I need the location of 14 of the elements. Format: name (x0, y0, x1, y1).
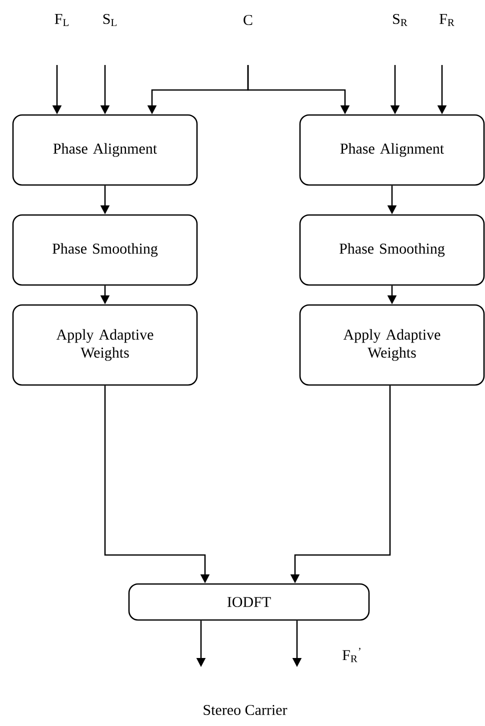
signal-label: S$_{L}$ (103, 14, 116, 26)
process-box: IODFT (128, 583, 370, 621)
process-box: Apply Adaptive Weights (299, 304, 485, 386)
signal-label: Stereo Carrier (204, 704, 288, 716)
process-box: Phase Smoothing (299, 214, 485, 286)
signal-label: S$_{R}$ (393, 14, 408, 26)
process-box: Phase Smoothing (12, 214, 198, 286)
signal-label: F$_{L}$ (54, 14, 68, 26)
signal-label: C (244, 14, 252, 26)
process-box: Phase Alignment (299, 114, 485, 186)
signal-label: F$_{R}$ (440, 14, 454, 26)
process-box: Apply Adaptive Weights (12, 304, 198, 386)
process-box: Phase Alignment (12, 114, 198, 186)
signal-label: F$_{R}$’ (342, 648, 360, 662)
